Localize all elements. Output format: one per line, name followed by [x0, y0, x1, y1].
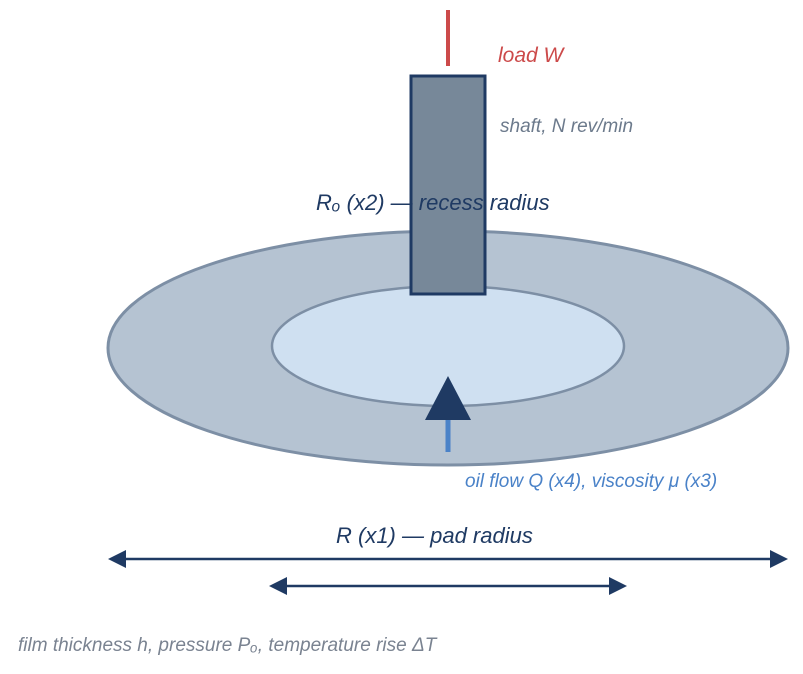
- pad-dimension-arrow-left: [108, 550, 126, 568]
- pad-dimension-arrow-right: [770, 550, 788, 568]
- recess-dimension-arrow-left: [269, 577, 287, 595]
- recess-radius-label: Rₒ (x2) — recess radius: [316, 190, 550, 215]
- load-label: load W: [498, 44, 566, 67]
- recess-dimension-arrow-right: [609, 577, 627, 595]
- outputs-label: film thickness h, pressure Pₒ, temperatu…: [18, 635, 438, 656]
- shaft-label: shaft, N rev/min: [500, 116, 633, 137]
- oil-flow-label: oil flow Q (x4), viscosity μ (x3): [465, 471, 717, 492]
- oil-flow-arrowhead: [425, 376, 471, 420]
- shaft: [409, 74, 487, 296]
- pad-radius-label: R (x1) — pad radius: [336, 523, 533, 548]
